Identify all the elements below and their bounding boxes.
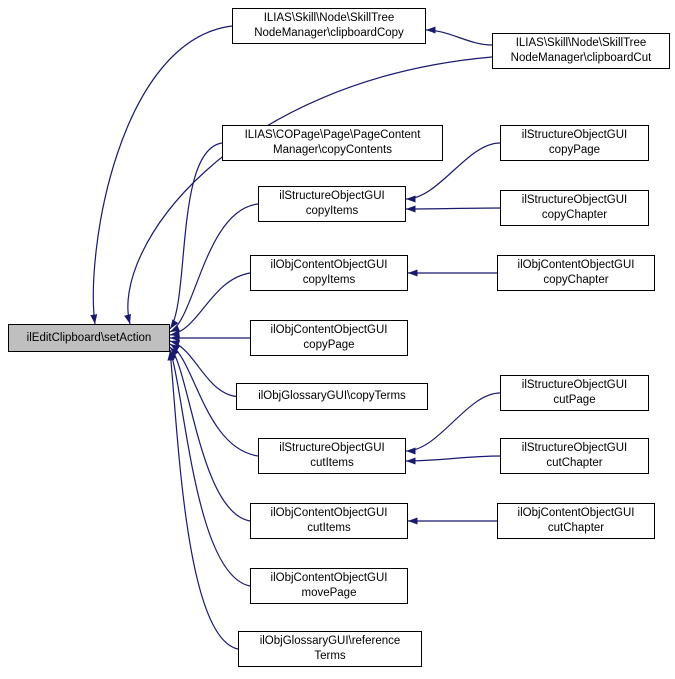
node-label-line: copyChapter: [541, 209, 608, 221]
graph-node-glossary_copyterms[interactable]: ilObjGlossaryGUI\copyTerms: [236, 383, 428, 410]
call-edge-copycontents-to-setaction: [169, 142, 223, 330]
node-label-line: ilStructureObjectGUI: [279, 442, 385, 455]
call-edge-objc_movepage-to-setaction: [169, 349, 251, 587]
call-edge-struct_copyitems-to-setaction: [169, 203, 259, 333]
node-label-line: copyChapter: [543, 274, 609, 286]
node-label-line: ilObjContentObjectGUI: [270, 572, 388, 585]
call-edge-objc_copyitems-to-setaction: [169, 272, 251, 337]
node-label-line: ilObjContentObjectGUI: [270, 324, 388, 337]
node-label-line: ilObjGlossaryGUI\reference: [259, 635, 401, 648]
graph-node-struct_copypage[interactable]: ilStructureObjectGUI copyPage: [500, 125, 649, 161]
node-label-line: ilObjContentObjectGUI: [517, 259, 635, 272]
node-label-line: cutItems: [307, 522, 351, 534]
edge-group: [90, 25, 501, 650]
graph-node-objc_copyitems[interactable]: ilObjContentObjectGUI copyItems: [250, 255, 408, 291]
node-label-line: ILIAS\Skill\Node\SkillTree: [515, 37, 647, 50]
node-label-line: copyItems: [305, 205, 359, 217]
call-edge-struct_cutpage-to-struct_cutitems: [405, 392, 501, 455]
node-label-line: NodeManager\clipboardCut: [510, 52, 652, 64]
node-label-line: ilStructureObjectGUI: [521, 379, 628, 392]
call-edge-objc_cutitems-to-setaction: [169, 346, 251, 522]
call-edge-clipboardcopy-to-setaction: [90, 25, 233, 325]
node-label-line: cutChapter: [546, 457, 603, 469]
node-label-line: ILIAS\COPage\Page\PageContent: [244, 129, 421, 142]
call-edge-struct_copypage-to-struct_copyitems: [405, 142, 501, 203]
node-label-line: ilStructureObjectGUI: [521, 129, 628, 142]
node-label-line: NodeManager\clipboardCopy: [254, 27, 404, 39]
node-label-line: cutPage: [553, 394, 596, 406]
node-label-line: cutItems: [310, 457, 354, 469]
call-edge-glossary_referenceterms-to-setaction: [167, 350, 239, 650]
graph-node-setaction[interactable]: ilEditClipboard\setAction: [8, 324, 170, 352]
graph-node-objc_cutitems[interactable]: ilObjContentObjectGUI cutItems: [250, 503, 408, 539]
node-label-line: ilObjContentObjectGUI: [270, 259, 388, 272]
node-label-line: ilStructureObjectGUI: [521, 194, 628, 207]
call-edge-struct_copychapter-to-struct_copyitems: [405, 205, 501, 213]
node-label-line: ILIAS\Skill\Node\SkillTree: [263, 12, 395, 25]
node-label-line: ilStructureObjectGUI: [279, 190, 385, 203]
node-label-line: copyItems: [302, 274, 356, 286]
node-label-line: movePage: [301, 587, 357, 599]
node-label-line: ilObjGlossaryGUI\copyTerms: [258, 390, 406, 403]
node-label-line: ilStructureObjectGUI: [521, 442, 628, 455]
graph-node-struct_copychapter[interactable]: ilStructureObjectGUI copyChapter: [500, 190, 649, 226]
node-label-line: copyPage: [303, 339, 355, 351]
node-label-line: ilObjContentObjectGUI: [270, 507, 388, 520]
graph-node-struct_cutchapter[interactable]: ilStructureObjectGUI cutChapter: [500, 438, 649, 474]
graph-node-objc_movepage[interactable]: ilObjContentObjectGUI movePage: [250, 568, 408, 604]
node-label-line: copyPage: [548, 144, 601, 156]
node-label-line: Manager\copyContents: [273, 144, 392, 156]
call-edge-struct_cutchapter-to-struct_cutitems: [405, 455, 501, 465]
graph-node-objc_copychapter[interactable]: ilObjContentObjectGUI copyChapter: [497, 255, 655, 291]
node-label-line: ilObjContentObjectGUI: [517, 507, 635, 520]
graph-node-struct_cutitems[interactable]: ilStructureObjectGUI cutItems: [258, 438, 406, 474]
call-edge-clipboardcut-to-clipboardcopy: [425, 26, 493, 46]
node-label-line: ilEditClipboard\setAction: [26, 331, 152, 344]
graph-node-struct_copyitems[interactable]: ilStructureObjectGUI copyItems: [258, 186, 406, 222]
node-label-line: cutChapter: [547, 522, 605, 534]
graph-node-objc_cutchapter[interactable]: ilObjContentObjectGUI cutChapter: [497, 503, 655, 539]
call-edge-clipboardcut-to-setaction: [124, 56, 493, 325]
graph-node-struct_cutpage[interactable]: ilStructureObjectGUI cutPage: [500, 375, 649, 411]
graph-node-objc_copypage[interactable]: ilObjContentObjectGUI copyPage: [250, 320, 408, 356]
node-label-line: Terms: [314, 650, 346, 662]
